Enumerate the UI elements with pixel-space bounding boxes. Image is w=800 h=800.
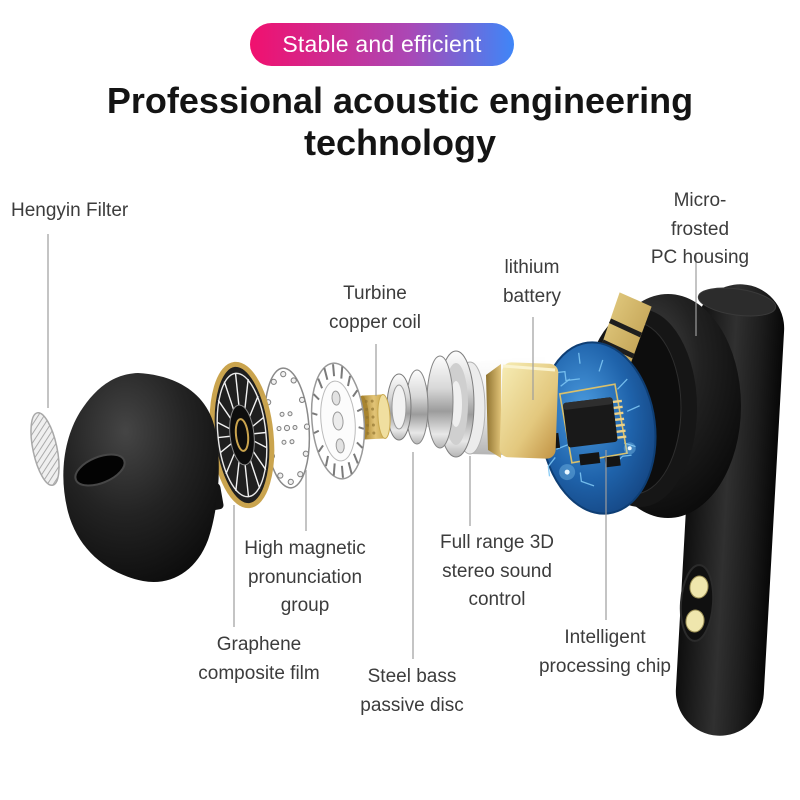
label-graphene-composite-film: Graphene composite film bbox=[198, 634, 320, 684]
slotted-disc-graphic bbox=[310, 362, 366, 480]
label-full-range-3d-stereo-sound-control: Full range 3D stereo sound control bbox=[439, 532, 555, 610]
ear-tip-graphic bbox=[63, 373, 224, 582]
graphene-film-disc-graphic bbox=[209, 361, 275, 509]
speaker-driver-graphic bbox=[386, 350, 475, 458]
circuit-board-graphic bbox=[538, 292, 657, 515]
label-intelligent-processing-chip: Intelligent processing chip bbox=[538, 627, 672, 677]
label-steel-bass-passive-disc: Steel bass passive disc bbox=[360, 666, 464, 716]
processor-chip-graphic bbox=[563, 397, 618, 448]
charging-contacts-graphic bbox=[679, 564, 715, 642]
chip-pins bbox=[612, 399, 627, 439]
label-high-magnetic-pronunciation-group: High magnetic pronunciation group bbox=[244, 538, 366, 616]
badge: Stable and efficient bbox=[250, 23, 514, 66]
label-hengyin-filter: Hengyin Filter bbox=[11, 200, 129, 221]
label-micro-frosted-pc-housing: Micro-frosted PC housing bbox=[650, 190, 750, 268]
page-title: Professional acoustic engineering techno… bbox=[106, 80, 694, 164]
label-lithium-battery: lithium battery bbox=[502, 257, 562, 307]
hengyin-filter-mesh-graphic bbox=[30, 411, 60, 487]
leader-lines bbox=[47, 234, 697, 659]
label-turbine-copper-coil: Turbine copper coil bbox=[329, 283, 421, 333]
